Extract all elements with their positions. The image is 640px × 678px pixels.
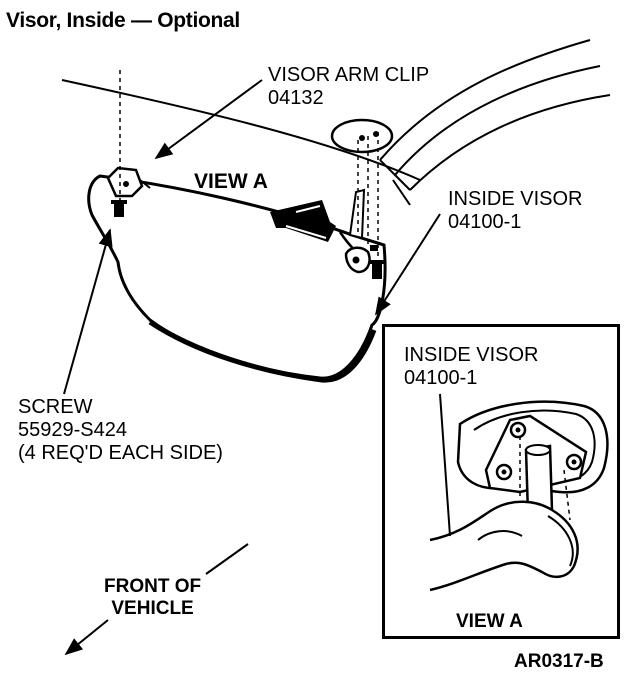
view-a-main-label: VIEW A [194,170,268,193]
windshield-pillar-outer [409,94,611,191]
bracket-screws [369,245,385,279]
visor-arm-clip-name: VISOR ARM CLIP [268,64,430,86]
view-a-pointer-arrow [270,200,336,242]
leader-screw [63,228,113,395]
inside-visor-name: INSIDE VISOR [448,188,583,210]
visor-arm-clip-part: 04132 [268,87,324,109]
headliner-edge [61,79,421,181]
windshield-pillar-lower [379,159,411,191]
view-a-inset-frame [382,324,620,639]
visor-arm-clip-label: VISOR ARM CLIP 04132 [268,64,429,110]
inside-visor-label: INSIDE VISOR 04100-1 [448,188,582,234]
inside-visor-part: 04100-1 [448,211,522,233]
visor-edge-shadow [148,319,377,383]
visor-body [87,174,387,380]
inset-detail [429,393,609,592]
page-title: Visor, Inside — Optional [6,9,240,32]
inset-inside-visor-part: 04100-1 [404,367,478,389]
screw-part: 55929-S424 [18,419,127,441]
front-of-vehicle-line2: VEHICLE [111,598,194,619]
inset-inside-visor-name: INSIDE VISOR [404,344,539,366]
screw-note: (4 REQ'D EACH SIDE) [18,442,223,464]
windshield-pillar-inner [379,39,591,161]
leader-visor-arm-clip [154,79,263,160]
screw-label: SCREW 55929-S424 (4 REQ'D EACH SIDE) [18,396,223,465]
front-direction-line [205,543,249,575]
leader-inside-visor [375,213,441,316]
screw-name: SCREW [18,396,93,418]
visor-arm-clip [106,166,151,198]
visor-arm [338,188,373,274]
figure-code: AR0317-B [514,651,604,672]
clip-screw [111,200,127,217]
front-of-vehicle-label: FRONT OF VEHICLE [104,576,201,620]
front-of-vehicle-line1: FRONT OF [104,576,202,597]
inset-inside-visor-label: INSIDE VISOR 04100-1 [404,344,538,390]
view-a-inset-label: VIEW A [456,611,523,632]
windshield-pillar-mid [394,65,601,176]
front-direction-arrow [64,619,109,656]
mounting-bracket [330,118,394,154]
